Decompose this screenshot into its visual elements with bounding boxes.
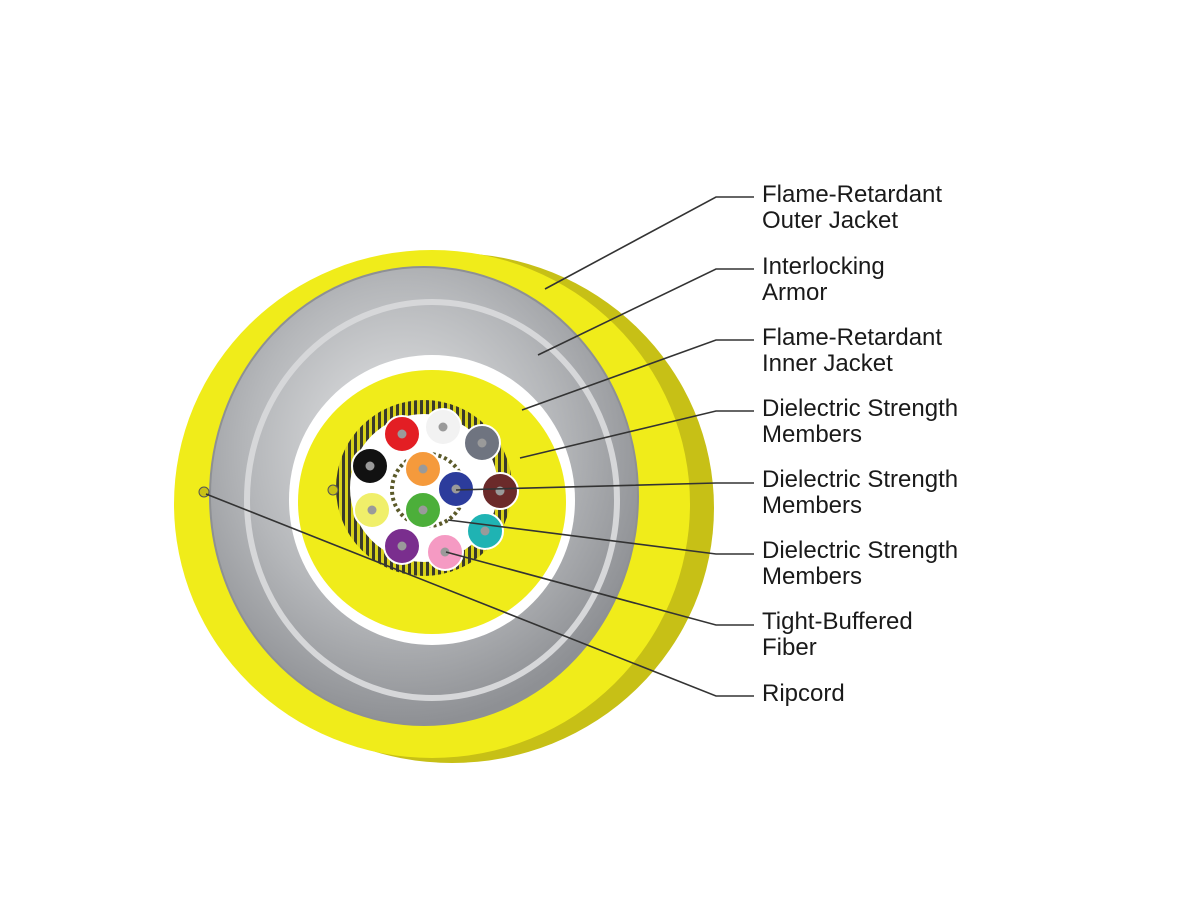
label-armor: Interlocking Armor [762, 254, 885, 306]
leader-outer-jacket [544, 196, 754, 290]
label-line: Flame-Retardant [762, 324, 943, 351]
label-line: Dielectric Strength [762, 537, 959, 564]
strength-member-inner-core [350, 414, 498, 562]
label-line: Members [762, 492, 863, 519]
label-line: Inner Jacket [762, 350, 893, 377]
fiber-core [418, 464, 428, 474]
label-line: Armor [762, 279, 828, 306]
fiber-core [440, 547, 450, 557]
label-strength-3: Dielectric Strength Members [762, 538, 958, 590]
leader-armor [537, 268, 754, 356]
fiber-core [451, 484, 461, 494]
label-inner-jacket: Flame-Retardant Inner Jacket [762, 325, 942, 377]
fiber-core [365, 461, 375, 471]
label-line: Fiber [762, 634, 817, 661]
armor-ridge [244, 299, 620, 701]
label-line: Tight-Buffered [762, 608, 913, 635]
label-line: Ripcord [762, 680, 845, 707]
tight-buffered-fibers [351, 408, 519, 571]
fiber-core [477, 438, 487, 448]
label-line: Outer Jacket [762, 207, 899, 234]
fiber-core [397, 541, 407, 551]
leader-inner-jacket [521, 339, 754, 411]
leader-tight-buffered-fiber [445, 551, 754, 626]
fiber-core [397, 429, 407, 439]
leader-lines [205, 196, 754, 697]
leader-strength-1 [519, 410, 754, 459]
label-strength-1: Dielectric Strength Members [762, 396, 958, 448]
fiber-core [438, 422, 448, 432]
label-line: Members [762, 563, 863, 590]
ripcord-inner [327, 484, 339, 496]
leader-ripcord [205, 493, 754, 697]
label-strength-2: Dielectric Strength Members [762, 467, 958, 519]
fiber-core [480, 526, 490, 536]
label-line: Dielectric Strength [762, 395, 959, 422]
leader-strength-2 [455, 482, 754, 491]
label-line: Interlocking [762, 253, 885, 280]
label-outer-jacket: Flame-Retardant Outer Jacket [762, 182, 942, 234]
label-line: Flame-Retardant [762, 181, 943, 208]
ripcord-outer [198, 486, 210, 498]
label-line: Dielectric Strength [762, 466, 959, 493]
fiber-core [418, 505, 428, 515]
label-tight-buffered-fiber: Tight-Buffered Fiber [762, 609, 913, 661]
label-ripcord: Ripcord [762, 681, 845, 707]
label-line: Members [762, 421, 863, 448]
leader-strength-3 [447, 519, 754, 555]
fiber-core [495, 486, 505, 496]
fiber-core [367, 505, 377, 515]
